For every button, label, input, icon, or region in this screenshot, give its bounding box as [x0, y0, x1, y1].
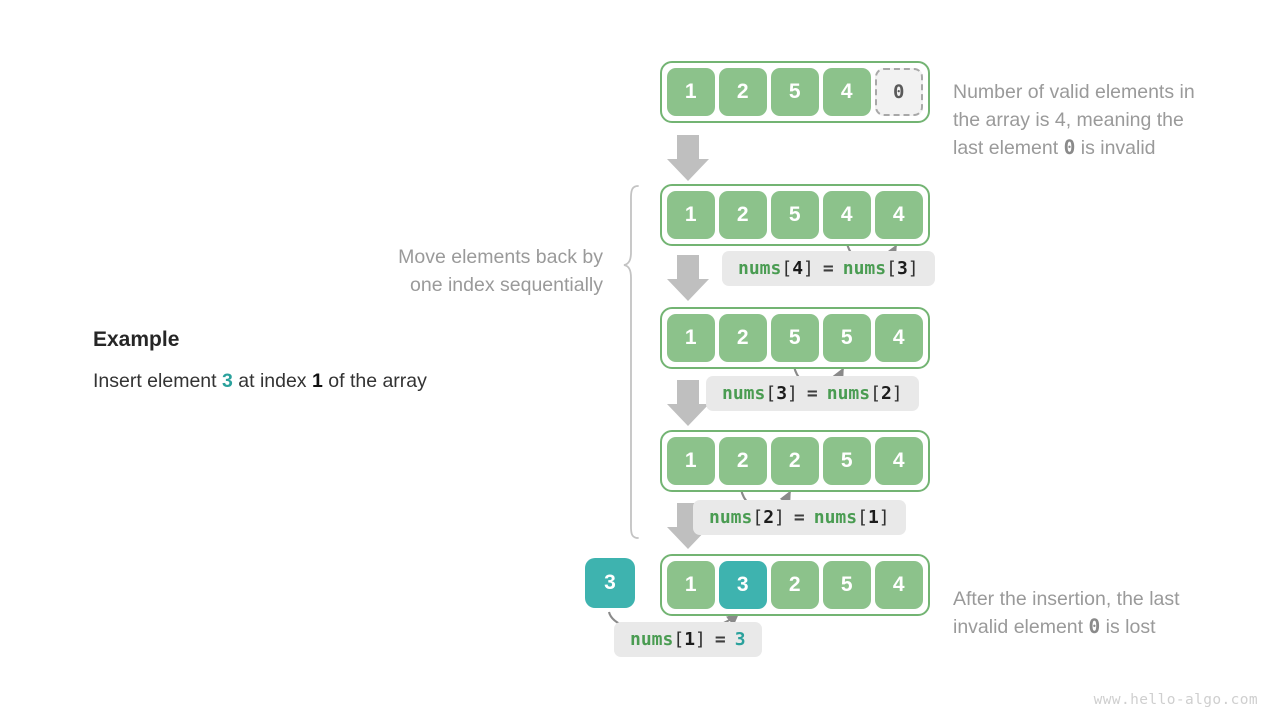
note-after-insertion-tail: is lost	[1100, 616, 1156, 638]
down-arrow-3	[667, 380, 709, 426]
code-rhs-name: nums	[842, 258, 887, 279]
note-after-insertion-code: 0	[1088, 615, 1101, 638]
array-cell: 1	[667, 561, 715, 609]
code-rhs-index: 1	[867, 507, 879, 528]
code-lhs-index: 1	[684, 629, 696, 650]
array-cell: 5	[823, 314, 871, 362]
example-insert-index: 1	[311, 370, 323, 392]
code-lhs-bracket-open: [	[752, 507, 764, 528]
array-cell: 1	[667, 437, 715, 485]
code-label-step-3: nums[2]=nums[1]	[693, 500, 906, 535]
code-rhs-bracket-close: ]	[907, 258, 919, 279]
array-cell: 4	[875, 314, 923, 362]
array-cell: 5	[823, 437, 871, 485]
array-cell: 1	[667, 68, 715, 116]
array-cell: 4	[823, 68, 871, 116]
example-sentence-suffix: of the array	[322, 370, 427, 392]
code-lhs-bracket-close: ]	[695, 629, 706, 650]
array-cell: 2	[719, 191, 767, 239]
array-cell: 4	[875, 437, 923, 485]
code-lhs-name: nums	[738, 258, 782, 279]
code-rhs-bracket-open: [	[870, 383, 881, 404]
array-cell: 2	[719, 437, 767, 485]
code-rhs-index: 3	[896, 258, 908, 279]
array-cell: 2	[719, 314, 767, 362]
down-arrow-1	[667, 135, 709, 181]
code-rhs-name: nums	[826, 383, 871, 404]
example-sentence: Insert element 3 at index 1 of the array	[93, 370, 427, 393]
code-label-step-1: nums[4]=nums[3]	[722, 251, 935, 286]
array-cell: 2	[719, 68, 767, 116]
array-cell: 5	[823, 561, 871, 609]
array-cell: 1	[667, 314, 715, 362]
code-rhs-bracket-open: [	[886, 258, 897, 279]
code-lhs-bracket-open: [	[765, 383, 777, 404]
down-arrow-2	[667, 255, 709, 301]
code-lhs-index: 2	[763, 507, 775, 528]
code-label-step-2: nums[3]=nums[2]	[706, 376, 919, 411]
code-equals: =	[822, 258, 834, 279]
code-lhs-bracket-open: [	[781, 258, 793, 279]
watermark: www.hello-algo.com	[1093, 692, 1258, 708]
array-cell: 5	[771, 314, 819, 362]
array-cell: 4	[823, 191, 871, 239]
code-label-insert: nums[1] = 3	[614, 622, 762, 657]
array-cell: 0	[875, 68, 923, 116]
group-brace	[623, 185, 639, 539]
code-lhs-bracket-open: [	[673, 629, 685, 650]
array-cell: 4	[875, 191, 923, 239]
note-valid-elements-text: Number of valid elements in the array is…	[953, 81, 1195, 159]
array-cell: 2	[771, 561, 819, 609]
note-after-insertion-text: After the insertion, the last invalid el…	[953, 588, 1180, 638]
code-lhs-name: nums	[709, 507, 753, 528]
code-rhs-bracket-close: ]	[878, 507, 890, 528]
code-equals: =	[806, 383, 818, 404]
array-cell: 3	[719, 561, 767, 609]
array-cell: 4	[875, 561, 923, 609]
code-equals: =	[714, 629, 726, 650]
code-rhs-value: 3	[734, 629, 746, 650]
code-lhs-bracket-close: ]	[787, 383, 798, 404]
note-valid-elements: Number of valid elements in the array is…	[953, 50, 1263, 162]
code-rhs-name: nums	[813, 507, 858, 528]
code-equals: =	[793, 507, 805, 528]
array-cell: 5	[771, 191, 819, 239]
code-lhs-index: 3	[776, 383, 788, 404]
code-rhs-bracket-close: ]	[891, 383, 903, 404]
array-cell: 5	[771, 68, 819, 116]
note-after-insertion: After the insertion, the last invalid el…	[953, 557, 1263, 641]
code-lhs-name: nums	[722, 383, 766, 404]
code-lhs-bracket-close: ]	[774, 507, 785, 528]
example-insert-value: 3	[221, 370, 233, 392]
insert-element-box: 3	[585, 558, 635, 608]
code-rhs-index: 2	[880, 383, 892, 404]
example-sentence-prefix: Insert element	[93, 370, 222, 392]
note-valid-elements-code: 0	[1063, 136, 1076, 159]
code-lhs-name: nums	[630, 629, 674, 650]
example-title: Example	[93, 328, 180, 351]
example-sentence-middle: at index	[232, 370, 312, 392]
note-valid-elements-tail: is invalid	[1075, 137, 1156, 159]
code-lhs-bracket-close: ]	[803, 258, 814, 279]
note-move-elements: Move elements back by one index sequenti…	[398, 246, 603, 296]
code-rhs-bracket-open: [	[857, 507, 868, 528]
code-lhs-index: 4	[792, 258, 804, 279]
array-cell: 2	[771, 437, 819, 485]
array-cell: 1	[667, 191, 715, 239]
